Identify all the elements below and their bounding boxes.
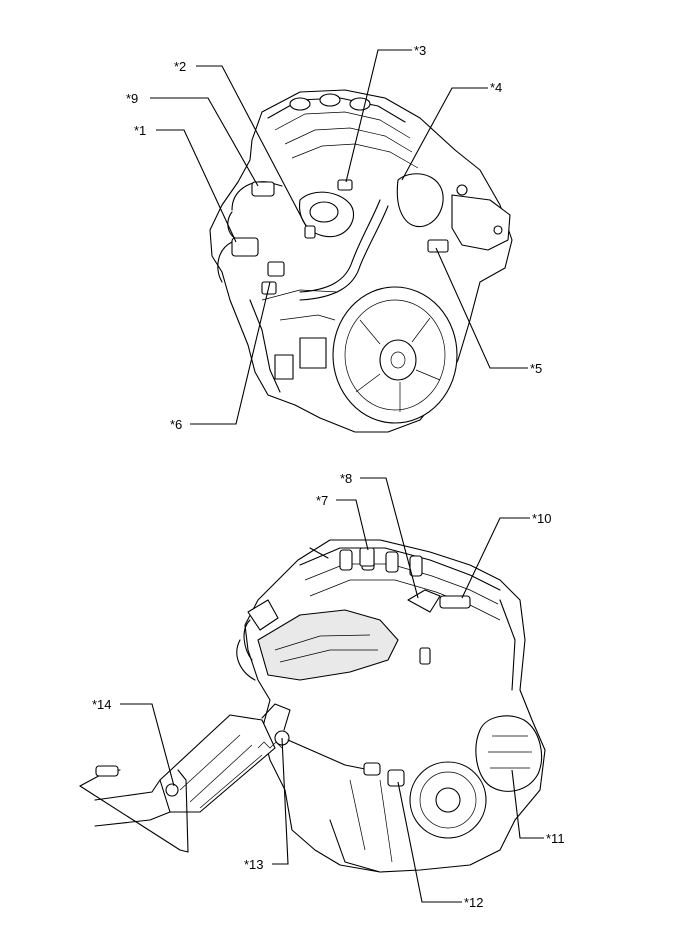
callout-2: *2 — [174, 59, 186, 74]
callout-6: *6 — [170, 417, 182, 432]
callout-11: *11 — [546, 831, 565, 846]
callout-8: *8 — [340, 471, 352, 486]
callout-13: *13 — [244, 857, 264, 872]
callout-9: *9 — [126, 91, 138, 106]
lower-engine-illustration — [79, 539, 546, 873]
leader-lines — [120, 49, 544, 903]
callout-7: *7 — [316, 493, 328, 508]
callout-10: *10 — [532, 511, 552, 526]
callout-5: *5 — [530, 361, 542, 376]
callout-4: *4 — [490, 80, 502, 95]
callout-12: *12 — [464, 895, 484, 910]
callout-1: *1 — [134, 123, 146, 138]
callout-14: *14 — [92, 697, 112, 712]
upper-engine-illustration — [209, 89, 513, 433]
callout-3: *3 — [414, 43, 426, 58]
callout-labels: *1 *2 *3 *4 *5 *6 *7 *8 *9 *10 *11 *12 *… — [92, 43, 565, 910]
